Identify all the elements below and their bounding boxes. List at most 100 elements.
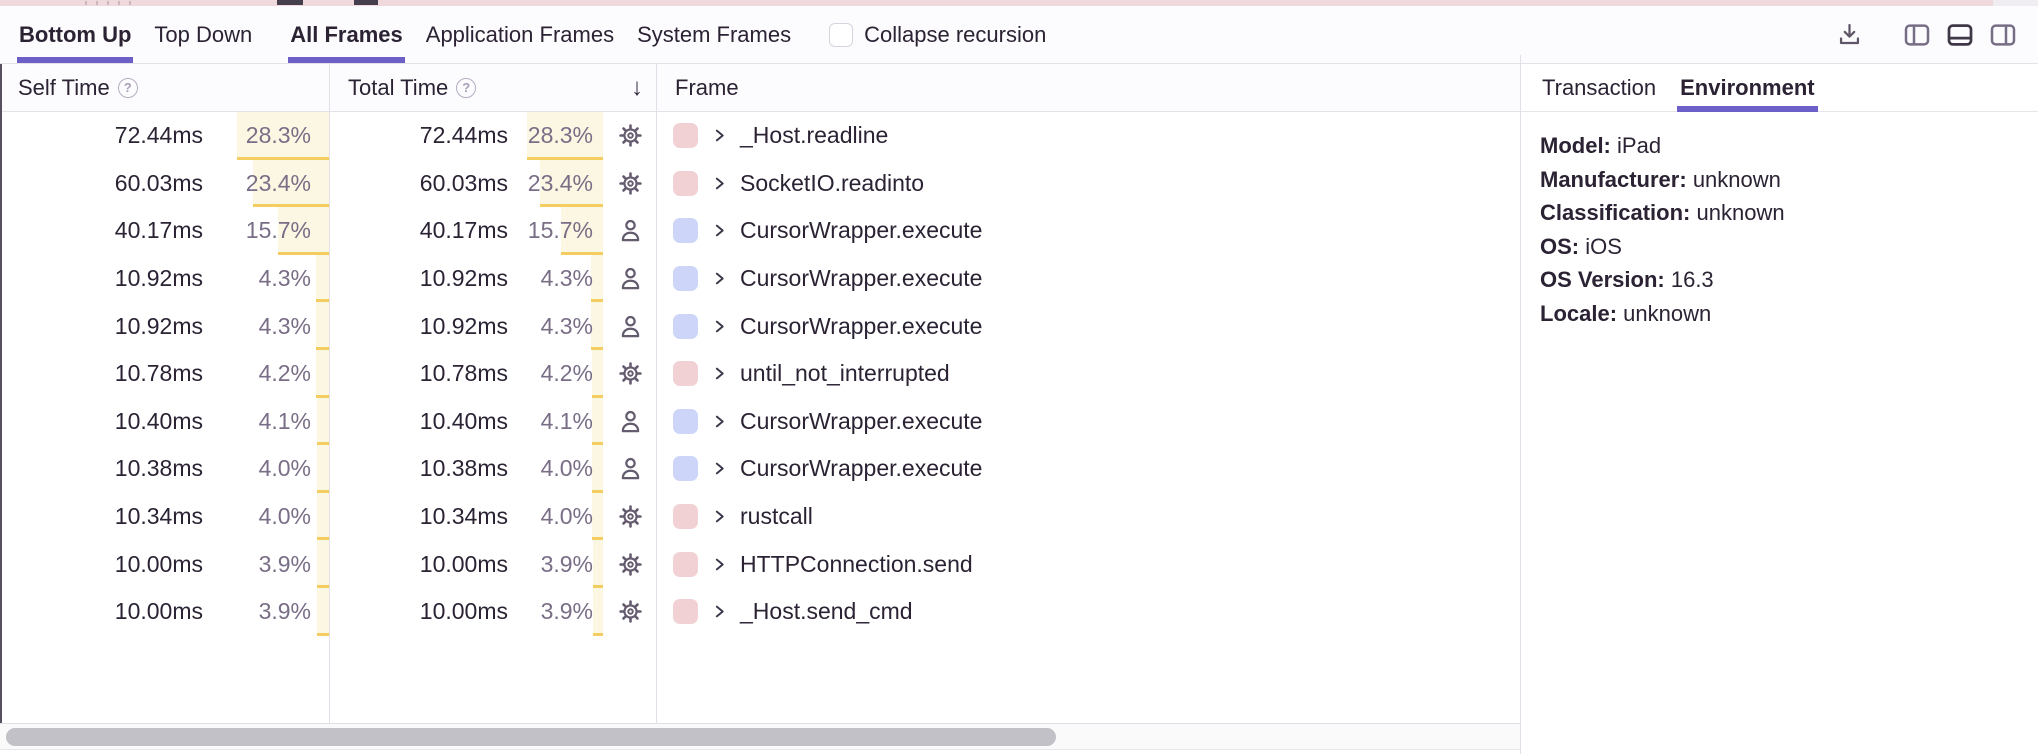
- frame-name: HTTPConnection.send: [740, 550, 973, 577]
- total-percent-bar: [592, 445, 603, 493]
- download-icon[interactable]: [1836, 21, 1863, 48]
- settings-icon[interactable]: [603, 160, 657, 208]
- table-row[interactable]: 60.03ms 23.4% 60.03ms 23.4% SocketIO.rea…: [0, 159, 1520, 208]
- tab-application-frames[interactable]: Application Frames: [425, 21, 615, 47]
- tab-all-frames[interactable]: All Frames: [288, 6, 405, 63]
- column-header-frame[interactable]: Frame: [657, 64, 1520, 111]
- chevron-right-icon[interactable]: [712, 557, 727, 572]
- self-time-value: 10.40ms: [114, 407, 203, 434]
- settings-icon[interactable]: [603, 350, 657, 398]
- chevron-right-icon[interactable]: [712, 509, 727, 524]
- table-row[interactable]: 72.44ms 28.3% 72.44ms 28.3% _Host.readli…: [0, 112, 1520, 160]
- frame-cell: SocketIO.readinto: [657, 160, 1520, 208]
- table-row[interactable]: 10.78ms 4.2% 10.78ms 4.2% until_not_inte…: [0, 349, 1520, 398]
- user-icon[interactable]: [603, 207, 657, 255]
- table-header: Self Time ? Total Time ? ↓ Frame: [0, 64, 1520, 112]
- frame-color-swatch: [673, 218, 698, 244]
- collapse-recursion-checkbox[interactable]: [829, 22, 854, 47]
- self-time-cell: 10.00ms 3.9%: [0, 540, 330, 588]
- self-time-cell: 10.40ms 4.1%: [0, 397, 330, 446]
- column-divider: [329, 64, 330, 723]
- user-icon[interactable]: [603, 398, 657, 446]
- self-time-cell: 10.92ms 4.3%: [0, 254, 330, 303]
- chevron-right-icon[interactable]: [712, 223, 727, 238]
- frames-toolbar: Bottom Up Top Down All Frames Applicatio…: [0, 6, 2038, 64]
- table-row[interactable]: 10.38ms 4.0% 10.38ms 4.0% CursorWrapper.…: [0, 445, 1520, 493]
- chevron-right-icon[interactable]: [712, 461, 727, 476]
- chevron-right-icon[interactable]: [712, 128, 727, 143]
- total-time-value: 10.40ms: [419, 407, 508, 434]
- user-icon[interactable]: [603, 302, 657, 350]
- frame-cell: HTTPConnection.send: [657, 540, 1520, 588]
- minimap-mark: [107, 1, 109, 5]
- table-row[interactable]: 10.92ms 4.3% 10.92ms 4.3% CursorWrapper.…: [0, 254, 1520, 303]
- help-icon[interactable]: ?: [117, 77, 138, 98]
- settings-icon[interactable]: [603, 112, 657, 160]
- frame-color-swatch: [673, 313, 698, 339]
- tab-environment[interactable]: Environment: [1677, 64, 1819, 112]
- chevron-right-icon[interactable]: [712, 271, 727, 286]
- chevron-right-icon[interactable]: [712, 319, 727, 334]
- chevron-right-icon[interactable]: [712, 176, 727, 191]
- environment-field: Model: iPad: [1540, 133, 1662, 158]
- tab-system-frames[interactable]: System Frames: [637, 21, 792, 47]
- panel-bottom-icon[interactable]: [1945, 20, 1975, 50]
- table-row[interactable]: 10.00ms 3.9% 10.00ms 3.9% _Host.send_cmd: [0, 587, 1520, 636]
- frame-color-swatch: [673, 266, 698, 292]
- user-icon[interactable]: [603, 445, 657, 493]
- tab-bottom-up[interactable]: Bottom Up: [16, 6, 134, 63]
- help-icon[interactable]: ?: [456, 77, 477, 98]
- panel-left-icon[interactable]: [1902, 20, 1932, 50]
- table-row[interactable]: 10.00ms 3.9% 10.00ms 3.9% HTTPConnection…: [0, 540, 1520, 588]
- self-time-value: 60.03ms: [114, 169, 203, 196]
- frame-name: CursorWrapper.execute: [740, 407, 983, 434]
- horizontal-scrollbar-thumb[interactable]: [6, 728, 1056, 746]
- column-header-self-time[interactable]: Self Time ?: [0, 64, 330, 111]
- flamegraph-minimap-strip[interactable]: [0, 0, 1993, 6]
- frame-name: CursorWrapper.execute: [740, 217, 983, 244]
- chevron-right-icon[interactable]: [712, 414, 727, 429]
- frame-color-swatch: [673, 551, 698, 577]
- table-rows: 72.44ms 28.3% 72.44ms 28.3% _Host.readli…: [0, 112, 1520, 636]
- details-panel-tabs: Transaction Environment: [1521, 64, 2038, 112]
- panel-right-icon[interactable]: [1988, 20, 2018, 50]
- total-time-percent: 4.0%: [540, 503, 593, 530]
- settings-icon[interactable]: [603, 493, 657, 541]
- settings-icon[interactable]: [603, 588, 657, 636]
- total-percent-bar: [592, 492, 603, 541]
- sort-descending-icon[interactable]: ↓: [631, 73, 643, 101]
- chevron-right-icon[interactable]: [712, 366, 727, 381]
- total-time-cell: 10.34ms 4.0%: [330, 492, 657, 541]
- tab-transaction[interactable]: Transaction: [1542, 74, 1657, 100]
- self-time-cell: 10.00ms 3.9%: [0, 587, 330, 636]
- table-row[interactable]: 10.92ms 4.3% 10.92ms 4.3% CursorWrapper.…: [0, 302, 1520, 350]
- user-icon[interactable]: [603, 255, 657, 303]
- total-time-percent: 4.3%: [540, 265, 593, 292]
- frame-name: _Host.send_cmd: [740, 598, 913, 625]
- total-time-percent: 3.9%: [540, 550, 593, 577]
- frame-name: CursorWrapper.execute: [740, 265, 983, 292]
- self-percent-bar: [252, 159, 330, 208]
- self-time-value: 10.92ms: [114, 312, 203, 339]
- tab-top-down[interactable]: Top Down: [154, 21, 253, 47]
- frame-cell: CursorWrapper.execute: [657, 302, 1520, 350]
- frame-name: until_not_interrupted: [740, 360, 950, 387]
- self-time-cell: 40.17ms 15.7%: [0, 207, 330, 255]
- frame-cell: CursorWrapper.execute: [657, 398, 1520, 446]
- column-header-total-time[interactable]: Total Time ? ↓: [330, 64, 657, 111]
- settings-icon[interactable]: [603, 540, 657, 588]
- total-time-cell: 60.03ms 23.4%: [330, 159, 657, 208]
- panel-divider: [1520, 55, 1521, 754]
- total-time-value: 10.34ms: [419, 503, 508, 530]
- chevron-right-icon[interactable]: [712, 604, 727, 619]
- environment-field: Classification: unknown: [1540, 200, 1785, 225]
- table-row[interactable]: 10.40ms 4.1% 10.40ms 4.1% CursorWrapper.…: [0, 397, 1520, 446]
- self-time-percent: 15.7%: [245, 217, 311, 244]
- table-row[interactable]: 40.17ms 15.7% 40.17ms 15.7% CursorWrappe…: [0, 207, 1520, 255]
- horizontal-scrollbar[interactable]: [0, 724, 1520, 750]
- total-time-cell: 40.17ms 15.7%: [330, 207, 657, 255]
- frame-color-swatch: [673, 504, 698, 530]
- total-time-value: 60.03ms: [419, 169, 508, 196]
- table-row[interactable]: 10.34ms 4.0% 10.34ms 4.0% rustcall: [0, 492, 1520, 541]
